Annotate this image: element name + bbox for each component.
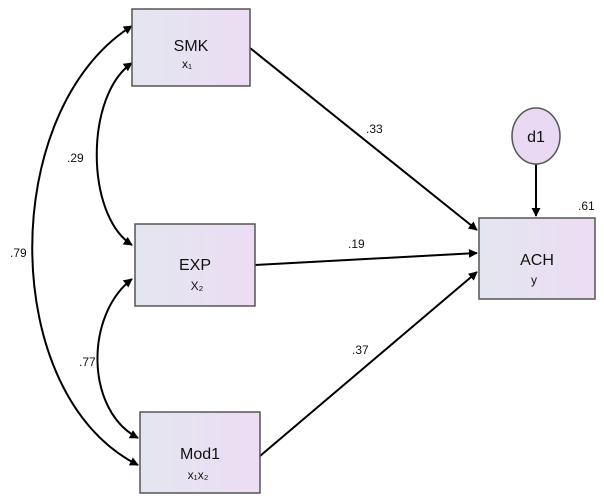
cov-arc-smk-exp [95,62,133,246]
node-smk-box [131,8,251,87]
path-smk-to-ach [249,47,478,231]
cov-arc-exp-mod1 [96,278,139,439]
node-mod1-label: Mod1 [180,446,220,463]
coef-smk-mod1-cov: .79 [10,246,27,260]
path-mod1-to-ach [259,271,478,457]
node-mod1-box [139,411,261,494]
coef-smk-exp-cov: .29 [67,151,84,165]
node-smk-sublabel: x₁ [182,57,192,71]
node-smk: SMK x₁ [131,8,251,87]
node-ach-box [478,217,596,300]
node-smk-label: SMK [174,38,209,55]
node-exp: EXP X₂ [134,223,256,307]
coef-exp-mod1-cov: .77 [79,355,96,369]
node-d1-circle [511,107,561,165]
path-exp-to-ach [254,248,478,266]
node-exp-box [134,223,256,307]
node-d1: d1 [511,107,561,165]
node-mod1-sublabel: x₁x₂ [188,468,209,482]
coef-ach-r2: .61 [578,199,595,213]
coef-exp-to-ach: .19 [348,237,365,251]
node-ach-label: ACH [520,252,554,269]
node-exp-sublabel: X₂ [191,279,204,293]
node-d1-label: d1 [527,129,545,146]
cov-arc-smk-mod1 [31,25,139,466]
coef-mod1-to-ach: .37 [352,343,369,357]
coef-smk-to-ach: .33 [366,122,383,136]
node-exp-label: EXP [179,257,211,274]
node-ach-sublabel: y [531,273,537,287]
node-mod1: Mod1 x₁x₂ [139,411,261,494]
node-ach: ACH y [478,217,596,300]
